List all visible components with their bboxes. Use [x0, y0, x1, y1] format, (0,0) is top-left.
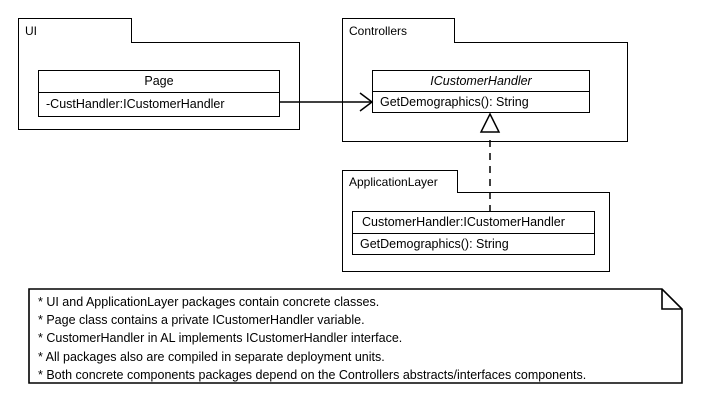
package-name-applicationlayer: ApplicationLayer	[349, 175, 438, 189]
note-line-5: * Both concrete components packages depe…	[38, 367, 587, 382]
class-attribute-page-custhandler: -CustHandler:ICustomerHandler	[46, 97, 225, 112]
edge-customerhandler-realizes-icustomerhandler	[479, 112, 501, 214]
class-box-customerhandler[interactable]: CustomerHandler:ICustomerHandler GetDemo…	[352, 211, 595, 255]
note-line-3: * CustomerHandler in AL implements ICust…	[38, 331, 403, 346]
interface-name-icustomerhandler: ICustomerHandler	[373, 71, 589, 92]
package-tab-controllers[interactable]: Controllers	[342, 18, 455, 43]
interface-operation-getdemographics: GetDemographics(): String	[380, 94, 529, 109]
class-name-page: Page	[39, 71, 279, 93]
edge-page-to-icustomerhandler	[280, 92, 374, 112]
package-name-ui: UI	[25, 24, 37, 38]
note-line-4: * All packages also are compiled in sepa…	[38, 349, 385, 364]
note-box[interactable]	[28, 288, 683, 384]
class-name-customerhandler: CustomerHandler:ICustomerHandler	[353, 212, 594, 234]
class-box-icustomerhandler[interactable]: ICustomerHandler GetDemographics(): Stri…	[372, 70, 590, 113]
note-text-block: * UI and ApplicationLayer packages conta…	[38, 293, 668, 384]
package-tab-ui[interactable]: UI	[18, 18, 132, 43]
class-box-page[interactable]: Page -CustHandler:ICustomerHandler	[38, 70, 280, 117]
class-operation-getdemographics: GetDemographics(): String	[360, 236, 509, 251]
package-tab-applicationlayer[interactable]: ApplicationLayer	[342, 170, 458, 193]
note-line-2: * Page class contains a private ICustome…	[38, 313, 365, 328]
package-name-controllers: Controllers	[349, 24, 408, 38]
note-line-1: * UI and ApplicationLayer packages conta…	[38, 295, 380, 309]
